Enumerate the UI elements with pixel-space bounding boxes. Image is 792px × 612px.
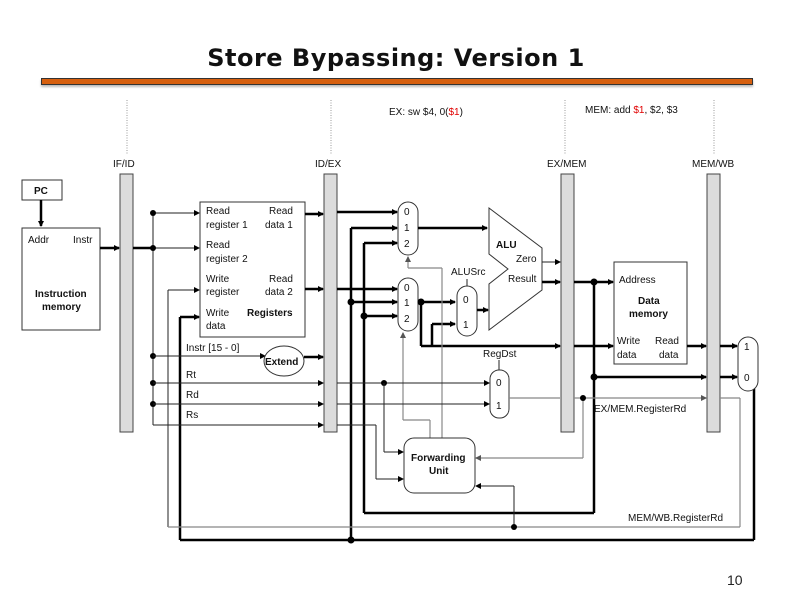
regfile-read-reg1-label-2: register 1 bbox=[206, 220, 248, 231]
alu-result-label: Result bbox=[508, 274, 537, 285]
dmem-read-label-2: data bbox=[659, 350, 679, 361]
label-rt: Rt bbox=[186, 370, 196, 381]
label-if-id: IF/ID bbox=[113, 159, 135, 170]
dmem-write-label-2: data bbox=[617, 350, 637, 361]
regdst-input-0: 0 bbox=[496, 378, 502, 389]
junction bbox=[590, 278, 598, 286]
imem-instr-label: Instr bbox=[73, 235, 93, 246]
junction bbox=[590, 373, 598, 381]
regfile-write-data-label-2: data bbox=[206, 321, 226, 332]
fwd-b-input-1: 1 bbox=[404, 298, 410, 309]
regdst-mux bbox=[489, 369, 510, 419]
dmem-address-label: Address bbox=[619, 275, 656, 286]
dmem-write-label: Write bbox=[617, 336, 641, 347]
regfile-read-data2-label: Read bbox=[269, 274, 293, 285]
instruction-memory bbox=[21, 227, 101, 331]
fwd-a-input-1: 1 bbox=[404, 223, 410, 234]
writeback-mux bbox=[737, 336, 759, 392]
forwarding-unit-label-2: Unit bbox=[429, 466, 449, 477]
forwarding-unit bbox=[403, 437, 476, 494]
regdst-label: RegDst bbox=[483, 349, 517, 360]
label-instr-15-0: Instr [15 - 0] bbox=[186, 343, 240, 354]
forwarding-unit-label-1: Forwarding bbox=[411, 453, 465, 464]
junction bbox=[150, 210, 156, 216]
ex-mem-registerrd-label: EX/MEM.RegisterRd bbox=[594, 404, 686, 415]
wb-input-1: 1 bbox=[744, 342, 750, 353]
dmem-read-label: Read bbox=[655, 336, 679, 347]
junction bbox=[580, 395, 586, 401]
dmem-name-1: Data bbox=[638, 296, 660, 307]
imem-addr-label: Addr bbox=[28, 235, 50, 246]
alu bbox=[488, 206, 543, 332]
regfile-write-reg-label: Write bbox=[206, 274, 230, 285]
imem-name-2: memory bbox=[42, 302, 81, 313]
junction bbox=[150, 245, 156, 251]
data-memory bbox=[613, 261, 688, 365]
regfile-read-data1-label-2: data 1 bbox=[265, 220, 293, 231]
alusrc-input-0: 0 bbox=[463, 295, 469, 306]
fwd-a-input-2: 2 bbox=[404, 239, 410, 250]
regdst-input-1: 1 bbox=[496, 401, 502, 412]
page-number: 10 bbox=[727, 572, 743, 588]
fwd-b-input-0: 0 bbox=[404, 283, 410, 294]
label-mem-wb: MEM/WB bbox=[692, 159, 735, 170]
alu-label: ALU bbox=[496, 240, 517, 251]
regfile-read-reg2-label-2: register 2 bbox=[206, 254, 248, 265]
sign-extend-unit bbox=[263, 345, 305, 377]
regfile-read-reg1-label: Read bbox=[206, 206, 230, 217]
regfile-name: Registers bbox=[247, 308, 293, 319]
register-file bbox=[199, 201, 306, 338]
regfile-read-data1-label: Read bbox=[269, 206, 293, 217]
alusrc-label: ALUSrc bbox=[451, 267, 485, 278]
junction bbox=[347, 536, 355, 544]
imem-name-1: Instruction bbox=[35, 289, 87, 300]
alusrc-input-1: 1 bbox=[463, 320, 469, 331]
ex-mem-register bbox=[560, 173, 575, 433]
regfile-write-reg-label-2: register bbox=[206, 287, 240, 298]
fwd-b-input-2: 2 bbox=[404, 314, 410, 325]
forward-b-mux bbox=[397, 277, 419, 332]
label-rs: Rs bbox=[186, 410, 198, 421]
extend-label: Extend bbox=[265, 357, 298, 368]
junction bbox=[511, 524, 517, 530]
regfile-read-data2-label-2: data 2 bbox=[265, 287, 293, 298]
dmem-name-2: memory bbox=[629, 309, 668, 320]
id-ex-register bbox=[323, 173, 338, 433]
mem-wb-registerrd-label: MEM/WB.RegisterRd bbox=[628, 513, 723, 524]
regfile-read-reg2-label: Read bbox=[206, 240, 230, 251]
pc-label: PC bbox=[34, 186, 48, 197]
wb-input-0: 0 bbox=[744, 373, 750, 384]
mem-stage-annotation: MEM: add $1, $2, $3 bbox=[585, 105, 678, 116]
slide-title: Store Bypassing: Version 1 bbox=[207, 44, 585, 72]
alu-zero-label: Zero bbox=[516, 254, 537, 265]
regfile-write-data-label: Write bbox=[206, 308, 230, 319]
label-id-ex: ID/EX bbox=[315, 159, 341, 170]
fwd-a-input-0: 0 bbox=[404, 207, 410, 218]
if-id-register bbox=[119, 173, 134, 433]
ex-stage-annotation: EX: sw $4, 0($1) bbox=[389, 107, 463, 118]
mem-wb-register bbox=[706, 173, 721, 433]
title-underline-bar bbox=[41, 78, 753, 85]
label-ex-mem: EX/MEM bbox=[547, 159, 586, 170]
label-rd: Rd bbox=[186, 390, 199, 401]
